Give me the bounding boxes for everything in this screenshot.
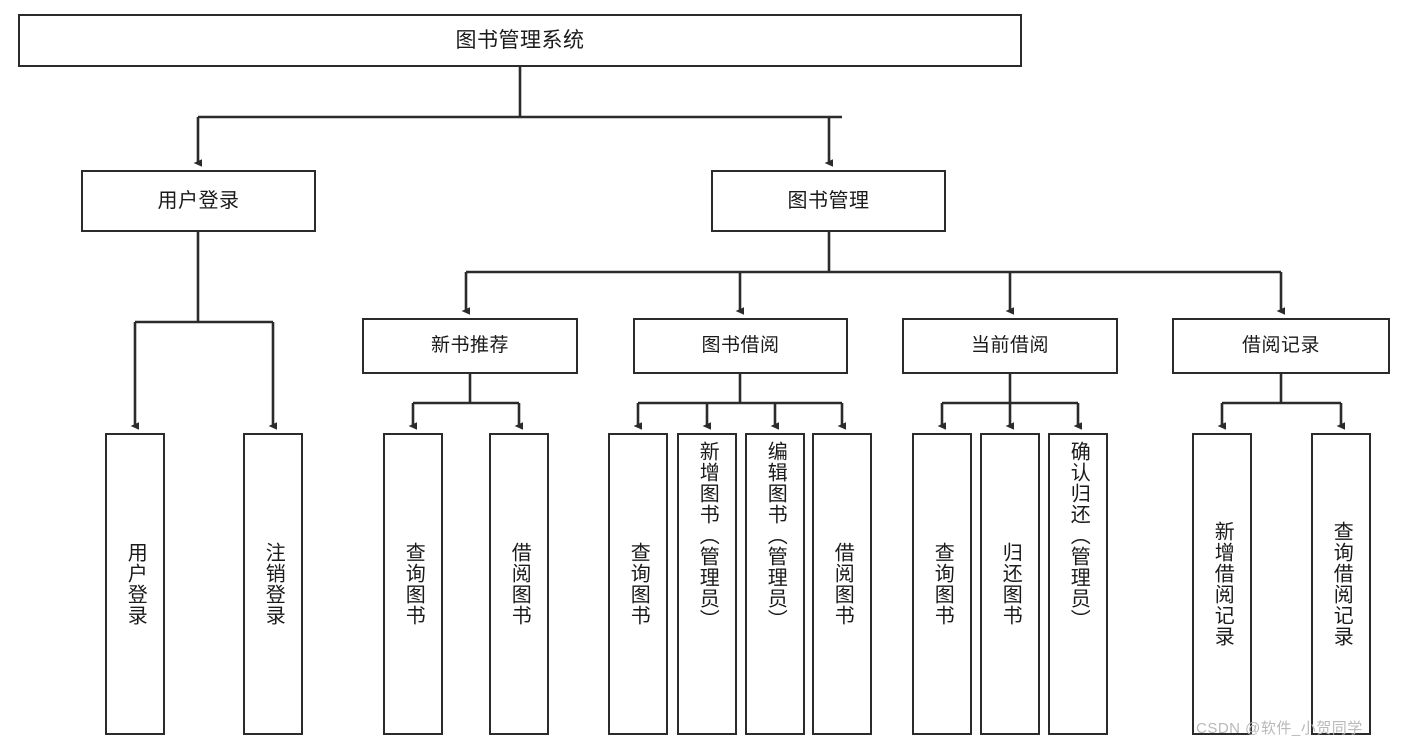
node-label: 借阅图书: [508, 542, 531, 626]
node-label: 当前借阅: [970, 335, 1049, 357]
node-label: 查询图书: [931, 542, 954, 626]
leaf-edit-book-admin[interactable]: 编辑图书（管理员）: [745, 433, 805, 735]
node-label: 确认归还（管理员）: [1067, 441, 1090, 630]
node-label: 归还图书: [999, 542, 1022, 626]
leaf-recommend-query-book[interactable]: 查询图书: [383, 433, 443, 735]
leaf-borrow-borrow-book[interactable]: 借阅图书: [812, 433, 872, 735]
node-label: 借阅图书: [831, 542, 854, 626]
node-label: 用户登录: [157, 189, 240, 212]
leaf-user-login[interactable]: 用户登录: [105, 433, 165, 735]
leaf-confirm-return-admin[interactable]: 确认归还（管理员）: [1048, 433, 1108, 735]
leaf-logout-login[interactable]: 注销登录: [243, 433, 303, 735]
edges-book-borrow-to-leaves: [633, 374, 847, 430]
edges-current-borrow-to-leaves: [937, 374, 1083, 430]
node-label: 查询图书: [627, 542, 650, 626]
node-label: 图书管理: [787, 189, 870, 212]
node-label: 借阅记录: [1241, 335, 1320, 357]
edges-root-to-level1: [193, 67, 842, 167]
node-label: 编辑图书（管理员）: [764, 441, 787, 630]
node-book-management[interactable]: 图书管理: [711, 170, 946, 232]
node-current-borrow[interactable]: 当前借阅: [902, 318, 1118, 374]
watermark-text: CSDN @软件_小贺同学: [1196, 720, 1363, 737]
edges-borrow-record-to-leaves: [1217, 374, 1346, 430]
node-borrow-record[interactable]: 借阅记录: [1172, 318, 1390, 374]
node-new-book-recommend[interactable]: 新书推荐: [362, 318, 578, 374]
edges-user-login-to-leaves: [130, 232, 278, 430]
node-root-book-management-system[interactable]: 图书管理系统: [18, 14, 1022, 67]
leaf-add-book-admin[interactable]: 新增图书（管理员）: [677, 433, 737, 735]
leaf-add-borrow-record[interactable]: 新增借阅记录: [1192, 433, 1252, 735]
edges-new-book-to-leaves: [408, 374, 524, 430]
node-label: 图书管理系统: [455, 28, 585, 52]
node-label: 注销登录: [262, 542, 285, 626]
leaf-return-book[interactable]: 归还图书: [980, 433, 1040, 735]
node-label: 新书推荐: [430, 335, 509, 357]
node-book-borrow[interactable]: 图书借阅: [633, 318, 848, 374]
node-label: 新增借阅记录: [1211, 521, 1234, 647]
edges-book-manage-to-level2: [461, 232, 1286, 315]
node-label: 查询借阅记录: [1330, 521, 1353, 647]
node-label: 查询图书: [402, 542, 425, 626]
leaf-query-borrow-record[interactable]: 查询借阅记录: [1311, 433, 1371, 735]
node-user-login[interactable]: 用户登录: [81, 170, 316, 232]
node-label: 用户登录: [124, 542, 147, 626]
node-label: 图书借阅: [701, 335, 780, 357]
leaf-current-query-book[interactable]: 查询图书: [912, 433, 972, 735]
node-label: 新增图书（管理员）: [696, 441, 719, 630]
leaf-borrow-query-book[interactable]: 查询图书: [608, 433, 668, 735]
leaf-recommend-borrow-book[interactable]: 借阅图书: [489, 433, 549, 735]
